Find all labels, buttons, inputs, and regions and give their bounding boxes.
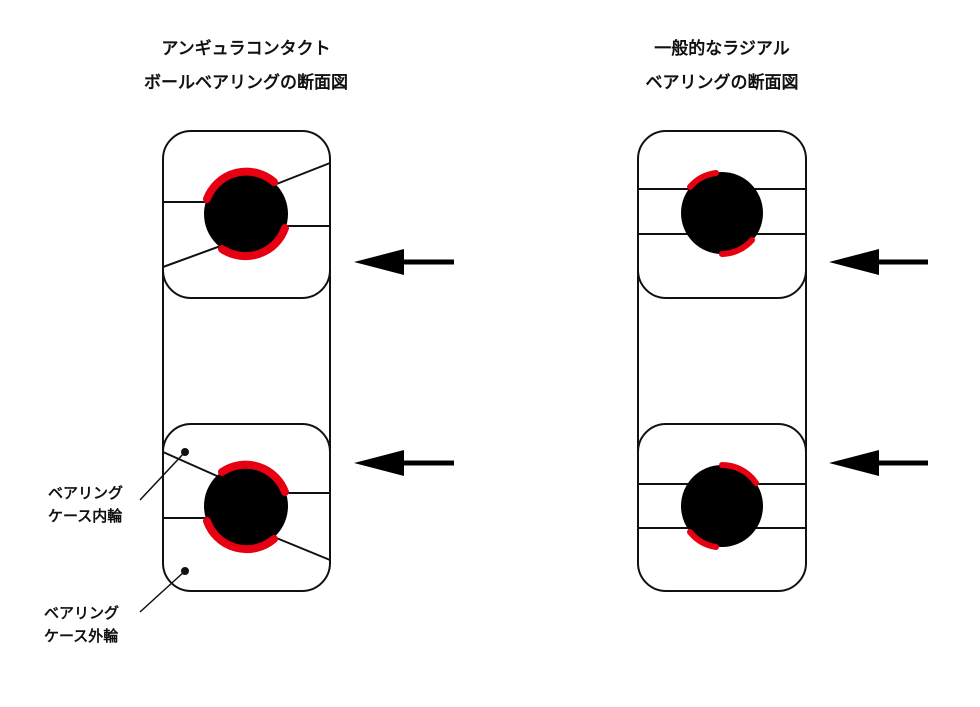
angular-top-contact-lower: [218, 224, 289, 261]
radial-bottom-contact-upper: [719, 461, 759, 486]
inner-ring-leader-line: [139, 451, 186, 501]
radial-top-contact-lower: [719, 237, 755, 257]
inner-ring-label-line1: ベアリング: [48, 484, 124, 502]
angular-top-inner-race-upper: [273, 162, 331, 186]
angular-bottom-contact-upper: [218, 460, 289, 496]
outer-ring-label: ベアリング ケース外輪: [44, 602, 119, 648]
radial-bottom-ball: [681, 465, 763, 547]
angular-top-ball: [204, 172, 288, 256]
angular-bottom-contact-lower: [203, 517, 278, 554]
radial-title-line1: 一般的なラジアル: [654, 39, 790, 59]
outer-ring-leader-line: [139, 570, 186, 613]
left-arrow-icon: [354, 450, 454, 476]
left-arrow-icon: [829, 249, 928, 275]
radial-top-contact-upper: [687, 170, 719, 190]
angular-bottom-race-upper-left: [162, 451, 227, 481]
inner-ring-label: ベアリング ケース内輪: [48, 482, 123, 528]
angular-top-contact-upper: [203, 167, 278, 203]
left-arrow-icon: [829, 450, 928, 476]
angular-bottom-race-lower-right: [273, 536, 331, 561]
radial-bottom-contact-lower: [687, 529, 719, 550]
angular-top-outer-race-lower: [162, 243, 227, 268]
angular-contact-title: アンギュラコンタクト ボールベアリングの断面図: [116, 32, 376, 100]
angular-bottom-ball: [204, 464, 288, 548]
radial-title-line2: ベアリングの断面図: [645, 73, 799, 93]
radial-title: 一般的なラジアル ベアリングの断面図: [592, 32, 852, 100]
left-arrow-icon: [354, 249, 454, 275]
angular-title-line1: アンギュラコンタクト: [161, 39, 331, 59]
angular-title-line2: ボールベアリングの断面図: [144, 73, 348, 93]
outer-ring-label-line1: ベアリング: [44, 604, 120, 622]
inner-ring-label-line2: ケース内輪: [48, 507, 123, 525]
outer-ring-label-line2: ケース外輪: [44, 627, 119, 645]
radial-top-ball: [681, 172, 763, 254]
